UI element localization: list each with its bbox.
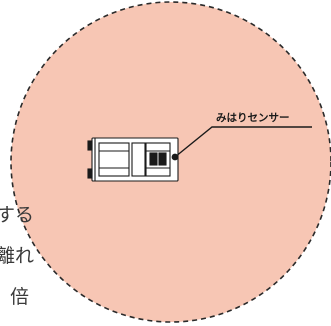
machine-top-view-icon xyxy=(87,137,179,182)
side-text-line-3: 倍 xyxy=(10,286,29,308)
side-text-line-1: する xyxy=(0,204,34,226)
sensor-label: みはりセンサー xyxy=(216,112,290,124)
side-text-line-2: 離れ xyxy=(0,245,34,267)
sensor-leader-line xyxy=(174,126,312,158)
